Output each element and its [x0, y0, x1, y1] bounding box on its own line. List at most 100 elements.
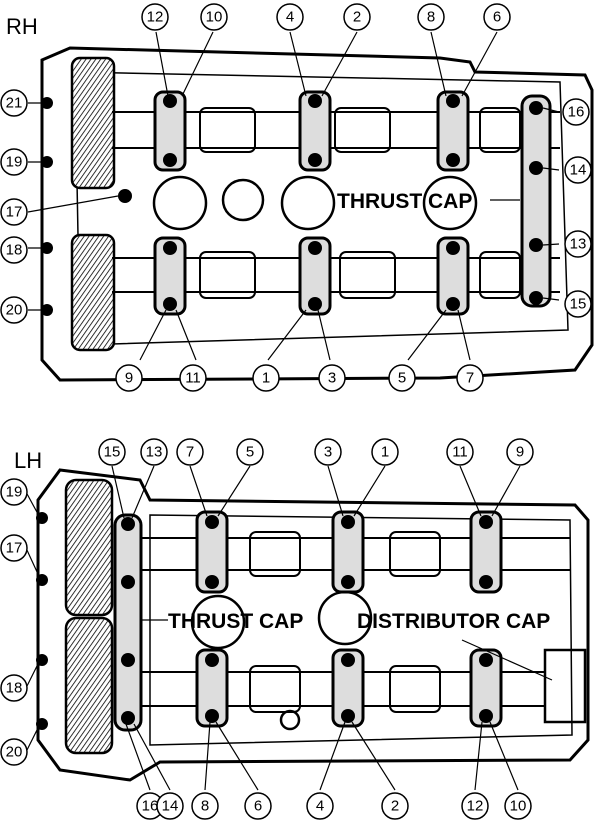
lh-bearing-cap: [469, 648, 503, 728]
lh-bolt-head: [205, 575, 219, 589]
rh-bank: RH: [0, 3, 594, 392]
rh-bolt-head: [163, 153, 177, 167]
rh-bolt-number: 12: [147, 9, 164, 26]
lh-bolt-number: 18: [6, 680, 23, 697]
rh-bolt-number: 17: [6, 204, 23, 221]
lh-bolt-head: [121, 575, 135, 589]
rh-bolt-marker: [343, 3, 371, 31]
lh-bolt-number: 5: [246, 444, 254, 461]
lh-distributor-drive: [543, 648, 587, 724]
rh-bolt-head: [446, 153, 460, 167]
lh-bolt-head: [36, 718, 48, 730]
lh-bolt-number: 8: [201, 798, 209, 815]
rh-bolt-number: 19: [6, 154, 23, 171]
rh-spark-plug-well: [152, 175, 208, 231]
rh-bolt-number: 11: [185, 370, 201, 387]
lh-lower-cam-gear: [64, 616, 114, 755]
lh-bolt-number: 13: [146, 444, 163, 461]
lh-inner-outline: [149, 514, 573, 746]
rh-bolt-marker: [200, 3, 228, 31]
lh-bolt-head: [341, 515, 355, 529]
lh-bolt-marker: [0, 674, 28, 702]
lh-bolt-number: 11: [452, 444, 468, 461]
rh-bolt-head: [41, 156, 53, 168]
rh-bolt-marker: [141, 3, 169, 31]
lh-bolt-head: [36, 654, 48, 666]
rh-bolt-marker: [0, 198, 28, 226]
rh-bolt-marker: [417, 3, 445, 31]
rh-bolt-number: 7: [466, 370, 474, 387]
lh-bolt-marker: [461, 792, 489, 820]
rh-bolt-head: [118, 189, 132, 203]
rh-bolt-head: [529, 238, 543, 252]
lh-bolt-head: [205, 515, 219, 529]
rh-bolt-marker: [564, 230, 592, 258]
lh-bolt-number: 15: [104, 444, 121, 461]
rh-bolt-number: 8: [427, 9, 435, 26]
rh-lower-camshaft: [112, 251, 560, 299]
lh-bearing-cap: [469, 510, 503, 594]
rh-bolt-marker: [115, 364, 143, 392]
lh-bolt-marker: [140, 438, 168, 466]
lh-bolt-head: [341, 709, 355, 723]
lh-bolt-marker: [98, 438, 126, 466]
lh-bolt-head: [205, 653, 219, 667]
rh-thrust-cap-callout: THRUST CAP: [337, 190, 472, 213]
lh-bolt-number: 17: [6, 540, 23, 557]
lh-bolt-number: 4: [316, 798, 324, 815]
lh-bolt-marker: [504, 792, 532, 820]
rh-bolt-number: 6: [493, 9, 501, 26]
rh-bolt-head: [163, 94, 177, 108]
lh-bolt-number: 3: [324, 444, 332, 461]
rh-bolt-number: 9: [125, 370, 133, 387]
lh-bolt-number: 9: [516, 444, 524, 461]
rh-bolt-head: [529, 161, 543, 175]
rh-bolt-head: [308, 297, 322, 311]
lh-bolt-head: [479, 653, 493, 667]
rh-bolt-marker: [0, 89, 28, 117]
lh-bolt-number: 10: [510, 798, 527, 815]
rh-bolt-marker: [0, 296, 28, 324]
lh-bolt-marker: [306, 792, 334, 820]
lh-bolt-marker: [191, 792, 219, 820]
lh-bolt-marker: [506, 438, 534, 466]
lh-bolt-marker: [314, 438, 342, 466]
rh-bearing-cap: [153, 90, 187, 172]
lh-bolt-head: [205, 709, 219, 723]
lh-bolt-head: [121, 653, 135, 667]
lh-bolt-head: [341, 653, 355, 667]
lh-cylinder-head-outline: [36, 468, 590, 782]
rh-bolt-marker: [276, 3, 304, 31]
lh-thrust-cap: [113, 513, 143, 732]
rh-lower-cam-gear: [70, 233, 116, 352]
rh-bolt-marker: [318, 364, 346, 392]
lh-bolt-head: [121, 517, 135, 531]
lh-bolt-head: [36, 574, 48, 586]
lh-bolt-number: 20: [6, 744, 23, 761]
rh-bolt-head: [529, 291, 543, 305]
rh-bolt-marker: [0, 148, 28, 176]
rh-bearing-cap: [298, 90, 332, 172]
rh-bolt-marker: [562, 98, 590, 126]
lh-bolt-head: [36, 512, 48, 524]
lh-bearing-cap: [195, 648, 229, 728]
lh-bolt-head: [341, 575, 355, 589]
lh-bolt-number: 7: [186, 444, 194, 461]
rh-bolt-number: 13: [570, 236, 587, 253]
lh-bolt-marker: [244, 792, 272, 820]
rh-bolt-marker: [456, 364, 484, 392]
lh-bolt-marker: [0, 738, 28, 766]
rh-bearing-cap: [436, 236, 470, 316]
rh-spark-plug-well: [280, 175, 336, 231]
lh-spark-plug-well: [279, 709, 301, 731]
lh-bolt-number: 6: [254, 798, 262, 815]
lh-bolt-marker: [381, 792, 409, 820]
lh-bolt-number: 14: [162, 798, 179, 815]
rh-bolt-head: [163, 297, 177, 311]
rh-upper-camshaft: [112, 107, 560, 153]
lh-spark-plug-well: [317, 590, 373, 646]
rh-spark-plug-well: [422, 175, 478, 231]
lh-bolt-number: 19: [6, 484, 23, 501]
lh-bolt-marker: [156, 792, 184, 820]
